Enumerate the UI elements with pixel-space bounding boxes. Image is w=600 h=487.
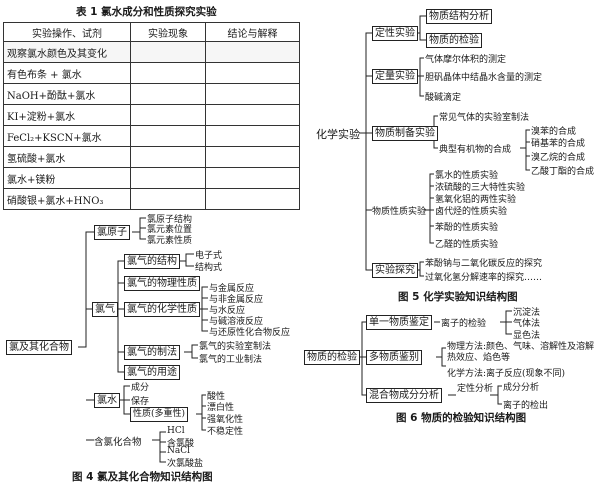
- fig4-compound-item: 含氯酸: [167, 439, 195, 449]
- fig4-chemical-item: 与还原性化合物反应: [209, 328, 291, 338]
- table1-cell: 氯水+镁粉: [3, 167, 131, 189]
- fig5-organic-item: 乙酸丁酯的合成: [531, 167, 595, 177]
- table1-header: 结论与解释: [205, 22, 300, 42]
- fig6-mixed: 混合物成分分析: [366, 388, 442, 403]
- fig5-explore: 实验探究: [372, 263, 418, 278]
- fig4-atom-item: 氯元素性质: [147, 236, 193, 246]
- fig4-prep-item: 氯气的实验室制法: [199, 342, 272, 352]
- fig5-organic-item: 溴乙烷的合成: [531, 153, 586, 163]
- fig4-compound-item: HCl: [167, 426, 185, 436]
- fig5-qualitative: 定性实验: [372, 26, 418, 41]
- fig6-single: 单一物质鉴定: [366, 315, 432, 330]
- fig5-qual-item: 物质的检验: [426, 33, 482, 48]
- fig4-water-prop: 酸性: [207, 392, 226, 402]
- table1-header: 实验现象: [130, 22, 206, 42]
- fig4-atom-item: 氯元素位置: [147, 225, 193, 235]
- fig4-gas-chemical: 氯气的化学性质: [124, 302, 200, 317]
- fig5-root: 化学实验: [316, 128, 360, 141]
- fig4-chemical-item: 与非金属反应: [209, 295, 264, 305]
- fig5-property-item: 苯酚的性质实验: [435, 223, 499, 233]
- table1-cell: 观察氯水颜色及其变化: [3, 41, 131, 63]
- fig6-root: 物质的检验: [304, 350, 360, 365]
- table1-cell: 有色布条 + 氯水: [3, 62, 131, 84]
- fig6-single-item: 沉淀法: [513, 308, 541, 318]
- fig4-atom: 氯原子: [94, 225, 130, 240]
- fig4-compound-item: NaCl: [167, 446, 191, 456]
- fig6-caption: 图 6 物质的检验知识结构图: [396, 412, 527, 424]
- fig4-compounds: 含氯化合物: [94, 437, 142, 448]
- fig6-mixed-item: 离子的检出: [503, 401, 549, 411]
- table1: 实验操作、试剂 实验现象 结论与解释 观察氯水颜色及其变化 有色布条 + 氯水 …: [3, 22, 300, 210]
- fig4-root: 氯及其化合物: [6, 340, 72, 355]
- fig5-prep: 物质制备实验: [372, 126, 438, 141]
- fig6-single-text: 离子的检验: [441, 319, 487, 329]
- fig4-water-prop: 强氧化性: [207, 415, 244, 425]
- fig4-gas: 氯气: [92, 302, 118, 317]
- fig6-single-item: 气体法: [513, 319, 541, 329]
- fig5-organic-item: 硝基苯的合成: [531, 139, 586, 149]
- table1-cell: KI+淀粉+氯水: [3, 104, 131, 126]
- fig4-water: 氯水: [94, 393, 120, 408]
- fig5-qual-item: 物质结构分析: [426, 9, 492, 24]
- fig4-structure-item: 电子式: [195, 251, 223, 261]
- table1-cell: 硝酸银+氯水+HNO₃: [3, 188, 131, 210]
- fig6-multi: 多物质鉴别: [366, 350, 422, 365]
- fig5-property-item: 氢氧化铝的两性实验: [435, 195, 517, 205]
- fig4-compound-item: 次氯酸盐: [167, 459, 204, 469]
- fig5-organic-item: 溴苯的合成: [531, 127, 577, 137]
- table1-header: 实验操作、试剂: [3, 22, 131, 42]
- fig4-water-prop: 不稳定性: [207, 427, 244, 437]
- fig6-multi-physical: 物理方法:颜色、气味、溶解性及溶解热效应、焰色等: [447, 342, 595, 363]
- fig6-single-item: 显色法: [513, 331, 541, 341]
- fig4-prep-item: 氯气的工业制法: [199, 355, 263, 365]
- fig4-water-item: 保存: [131, 397, 150, 407]
- fig5-explore-item: 苯酚钠与二氧化碳反应的探究: [425, 259, 543, 269]
- fig4-chemical-item: 与金属反应: [209, 284, 255, 294]
- fig5-property-item: 氯水的性质实验: [435, 171, 499, 181]
- table1-cell: 氢硫酸+氯水: [3, 146, 131, 168]
- fig5-quant-item: 胆矾晶体中结晶水含量的测定: [425, 73, 543, 83]
- fig6-mixed-item: 成分分析: [503, 383, 540, 393]
- fig5-property-item: 卤代烃的性质实验: [435, 207, 508, 217]
- fig5-prep-organic: 典型有机物的合成: [439, 145, 512, 155]
- fig4-water-props-box: 性质(多重性): [130, 407, 189, 422]
- fig4-chemical-item: 与水反应: [209, 306, 246, 316]
- fig4-gas-structure: 氯气的结构: [124, 254, 180, 269]
- fig5-property-item: 乙醛的性质实验: [435, 240, 499, 250]
- fig4-water-item: 成分: [131, 383, 150, 393]
- fig5-quant-item: 酸碱滴定: [425, 93, 462, 103]
- fig5-property-item: 浓硫酸的三大特性实验: [435, 183, 526, 193]
- fig5-quant-item: 气体摩尔体积的测定: [425, 55, 507, 65]
- fig4-atom-item: 氯原子结构: [147, 215, 193, 225]
- fig6-mixed-qual: 定性分析: [457, 384, 494, 394]
- fig5-quantitative: 定量实验: [372, 69, 418, 84]
- fig4-caption: 图 4 氯及其化合物知识结构图: [72, 471, 213, 483]
- fig5-property: 物质性质实验: [372, 207, 427, 217]
- fig5-caption: 图 5 化学实验知识结构图: [398, 291, 518, 303]
- fig6-multi-chemical: 化学方法:离子反应(现象不同): [447, 369, 566, 379]
- fig5-prep-gas: 常见气体的实验室制法: [439, 113, 530, 123]
- fig4-water-prop: 漂白性: [207, 403, 235, 413]
- fig4-chemical-item: 与碱溶液反应: [209, 317, 264, 327]
- fig4-gas-prep: 氯气的制法: [124, 345, 180, 360]
- table1-cell: NaOH+酚酞+氯水: [3, 83, 131, 105]
- fig4-gas-physical: 氯气的物理性质: [124, 276, 200, 291]
- table1-caption: 表 1 氯水成分和性质探究实验: [76, 6, 217, 18]
- table1-cell: FeCl₂+KSCN+氯水: [3, 125, 131, 147]
- fig4-gas-use: 氯气的用途: [124, 365, 180, 380]
- fig4-structure-item: 结构式: [195, 263, 223, 273]
- fig5-explore-item: 过氧化氢分解速率的探究……: [425, 273, 543, 283]
